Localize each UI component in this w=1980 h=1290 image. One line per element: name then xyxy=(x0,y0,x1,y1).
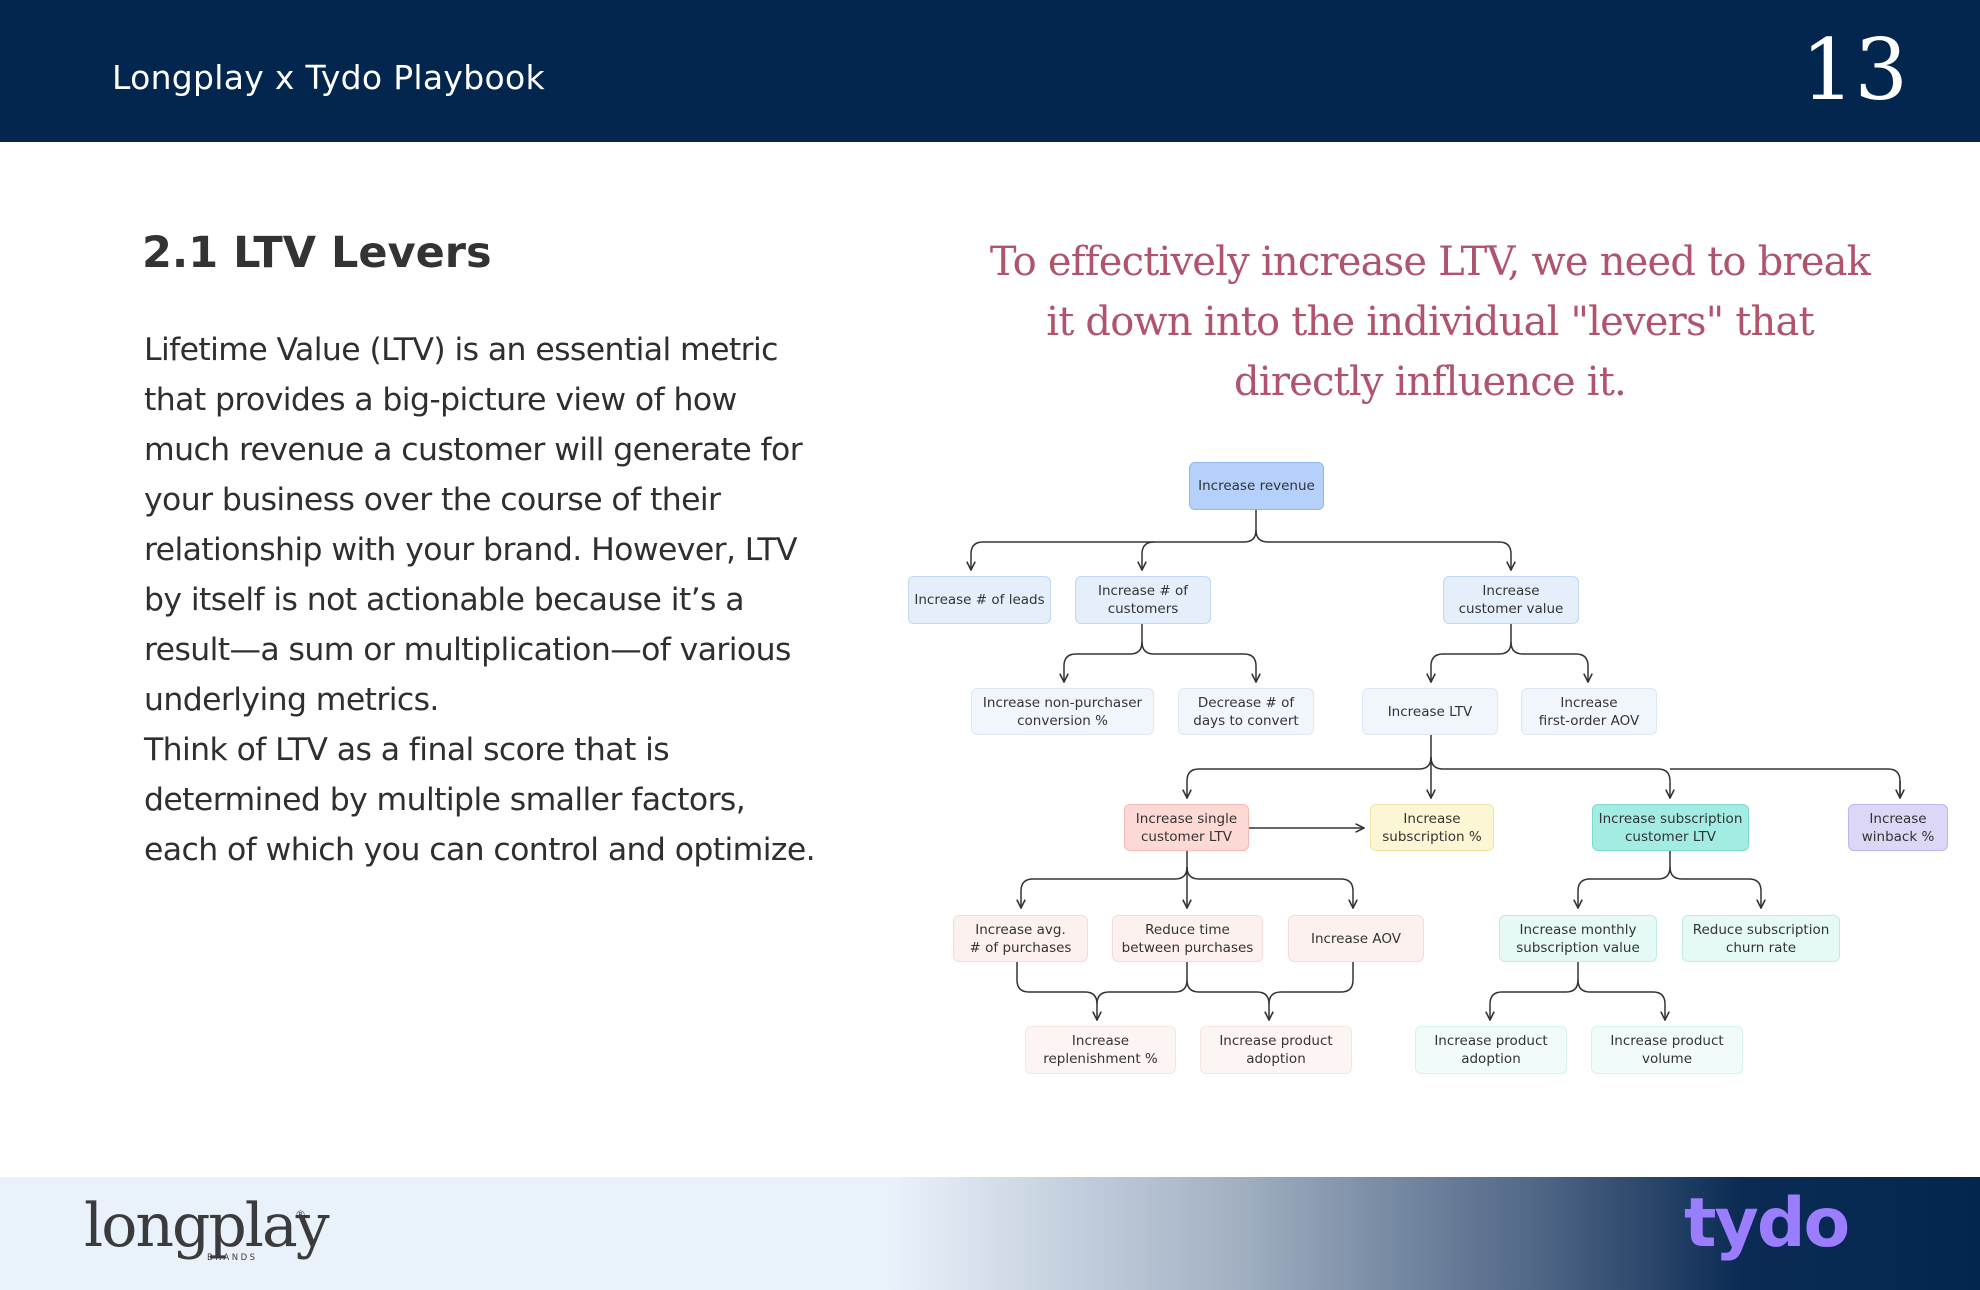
node-reduce-subscription-churn: Reduce subscription churn rate xyxy=(1682,915,1840,962)
longplay-logo: longplay xyxy=(84,1191,330,1261)
node-decrease-days-to-convert: Decrease # of days to convert xyxy=(1178,688,1314,735)
node-increase-nonpurchaser-conversion: Increase non-purchaser conversion % xyxy=(971,688,1154,735)
node-increase-single-customer-ltv: Increase single customer LTV xyxy=(1124,804,1249,851)
page-number: 13 xyxy=(1801,21,1908,119)
node-increase-leads: Increase # of leads xyxy=(908,576,1051,624)
node-increase-subscription-pct: Increase subscription % xyxy=(1370,804,1494,851)
section-title: 2.1 LTV Levers xyxy=(142,228,492,278)
node-increase-ltv: Increase LTV xyxy=(1362,688,1498,735)
node-increase-customers: Increase # of customers xyxy=(1075,576,1211,624)
node-increase-replenishment-pct: Increase replenishment % xyxy=(1025,1026,1176,1074)
node-increase-aov: Increase AOV xyxy=(1288,915,1424,962)
tydo-logo: tydo xyxy=(1684,1184,1850,1263)
footer-bar xyxy=(0,1177,1980,1290)
header-bar: Longplay x Tydo Playbook 13 xyxy=(0,0,1980,142)
node-increase-winback-pct: Increase winback % xyxy=(1848,804,1948,851)
node-reduce-time-between-purchases: Reduce time between purchases xyxy=(1112,915,1263,962)
document-title: Longplay x Tydo Playbook xyxy=(112,58,545,97)
node-increase-first-order-aov: Increase first-order AOV xyxy=(1521,688,1657,735)
node-increase-product-adoption-subscription: Increase product adoption xyxy=(1415,1026,1567,1074)
node-increase-avg-purchases: Increase avg. # of purchases xyxy=(953,915,1088,962)
node-increase-customer-value: Increase customer value xyxy=(1443,576,1579,624)
body-paragraph-2: Think of LTV as a final score that is de… xyxy=(144,732,816,868)
node-increase-product-volume: Increase product volume xyxy=(1591,1026,1743,1074)
registered-mark: ® xyxy=(295,1208,306,1221)
pull-quote: To effectively increase LTV, we need to … xyxy=(989,239,1871,405)
longplay-logo-subtitle: BRANDS xyxy=(207,1253,258,1263)
node-increase-product-adoption: Increase product adoption xyxy=(1200,1026,1352,1074)
node-increase-subscription-customer-ltv: Increase subscription customer LTV xyxy=(1592,804,1749,851)
body-paragraph-1: Lifetime Value (LTV) is an essential met… xyxy=(144,332,803,718)
node-increase-monthly-subscription-value: Increase monthly subscription value xyxy=(1499,915,1657,962)
node-increase-revenue: Increase revenue xyxy=(1189,462,1324,510)
